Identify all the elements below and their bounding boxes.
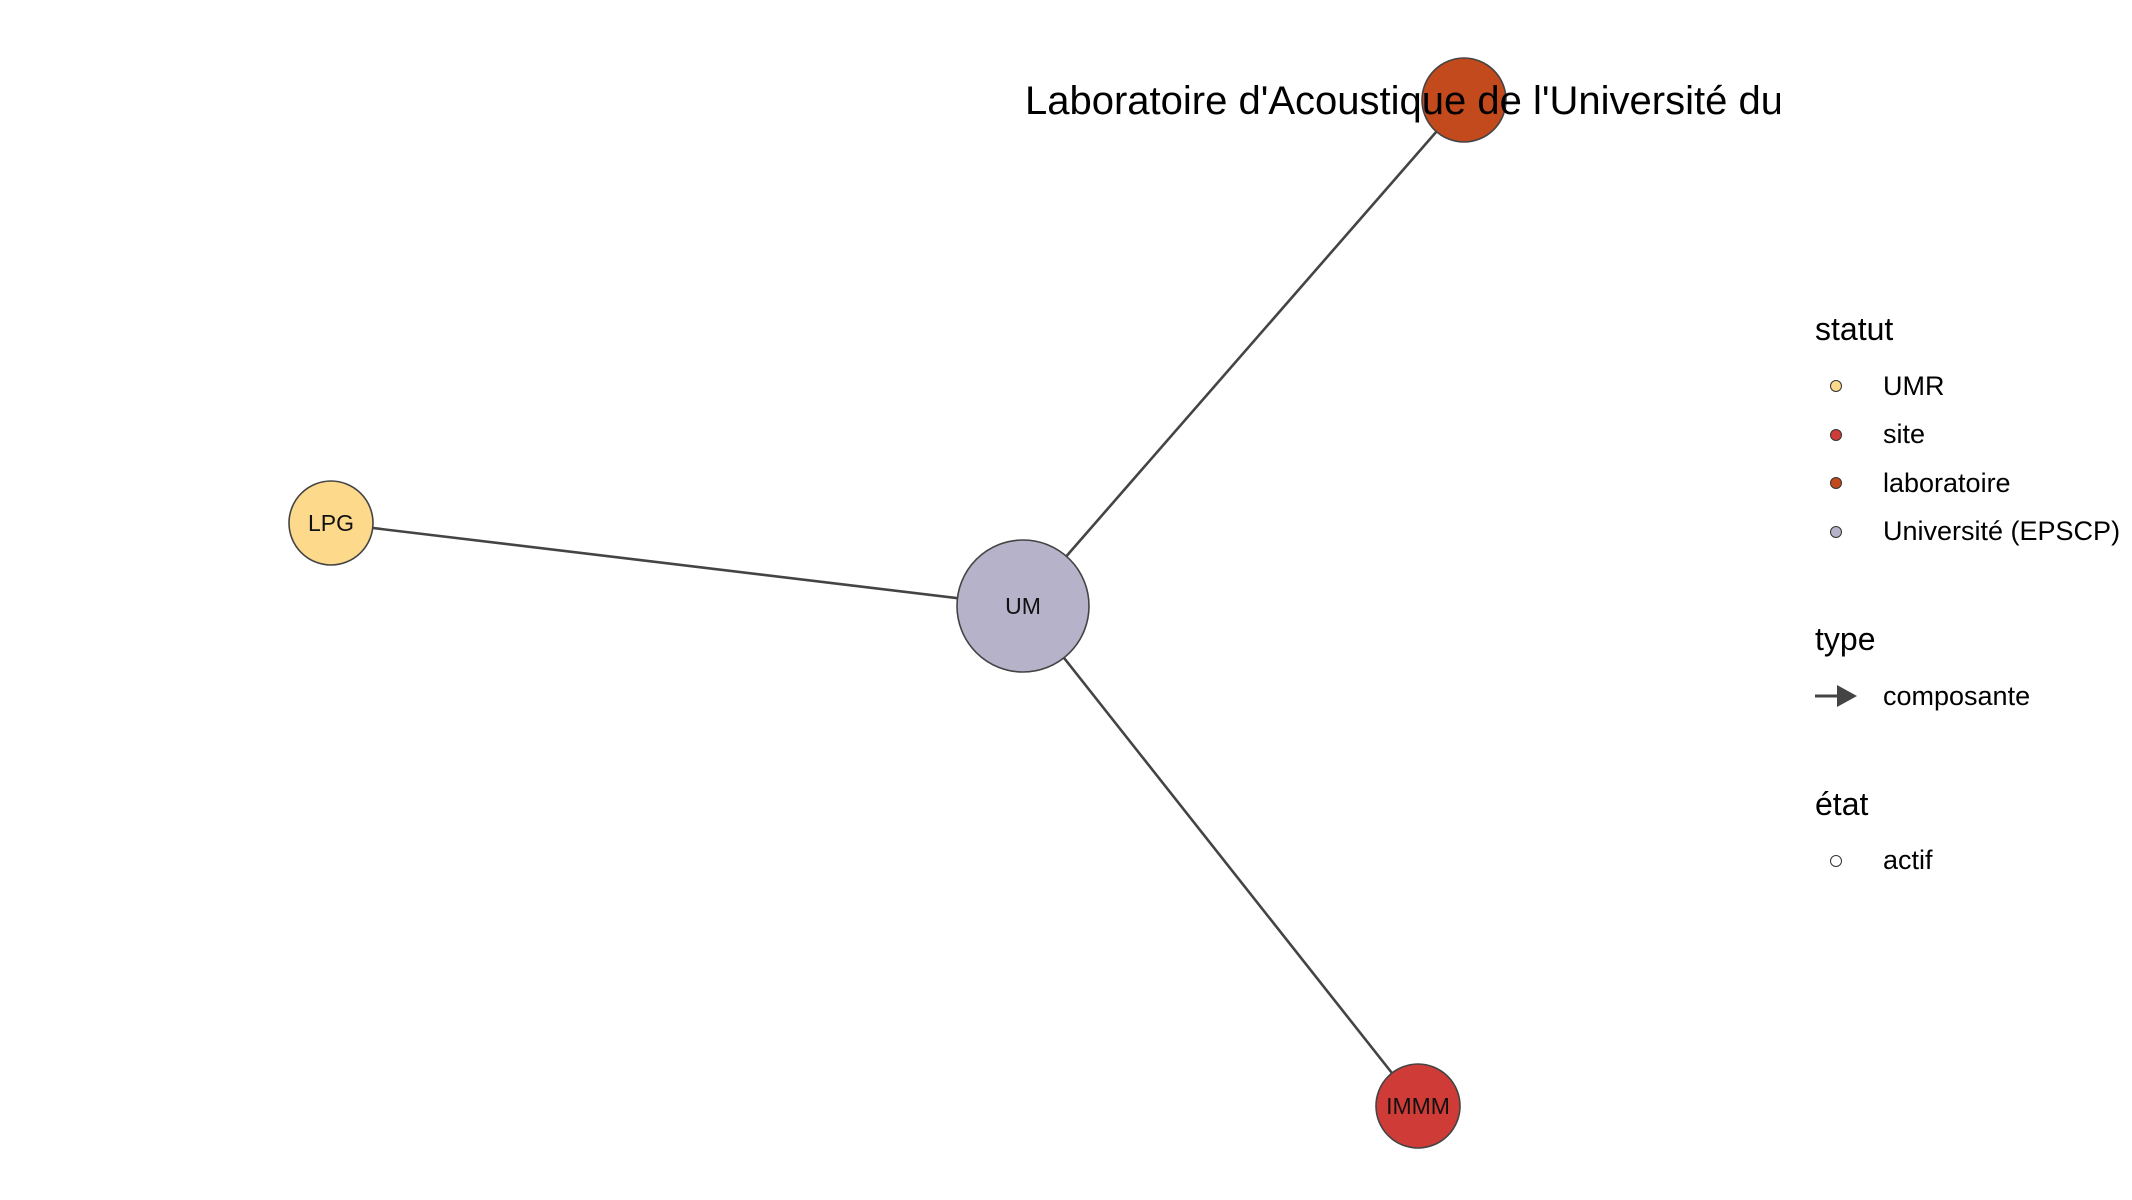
legend-dot-statut	[1830, 525, 1842, 538]
legend-item-statut: site	[1815, 411, 2115, 460]
legend-title-type: type	[1815, 621, 1876, 657]
node-um[interactable]: UM	[956, 539, 1090, 673]
legend-item-statut: UMR	[1815, 362, 2115, 411]
edges-layer	[330, 99, 1465, 1107]
legend-group-type: type composante	[1815, 620, 2115, 721]
legend-item-statut: Université (EPSCP)	[1815, 508, 2120, 557]
node-circle-um[interactable]	[956, 539, 1090, 673]
legend-label-actif: actif	[1883, 845, 1933, 876]
network-graph-canvas: LPG UM IMMM Laboratoire d'Acoustique de l'…	[288, 57, 1780, 1149]
legend-title-statut: statut	[1815, 311, 1894, 347]
legend-label-composante: composante	[1883, 680, 2031, 711]
legend-dot-statut	[1830, 380, 1842, 393]
edge-um-immm	[1021, 605, 1420, 1107]
node-circle-lpg[interactable]	[288, 480, 374, 566]
node-circle-laum[interactable]	[1421, 57, 1507, 143]
node-title-label: Laboratoire d'Acoustique de l'Université…	[1025, 79, 1780, 123]
legend-item-statut: laboratoire	[1815, 459, 2115, 508]
arrow-right-icon	[1811, 681, 1861, 711]
legend-item-composante: composante	[1815, 672, 2115, 721]
node-label-um: UM	[1005, 593, 1041, 619]
nodes-layer: LPG UM IMMM	[288, 57, 1507, 1149]
node-immm[interactable]: IMMM	[1375, 1063, 1461, 1149]
legend-title-etat: état	[1815, 785, 1869, 822]
node-lpg[interactable]: LPG	[288, 480, 374, 566]
legend-label-statut: laboratoire	[1883, 467, 2011, 498]
legend-label-statut: UMR	[1883, 370, 1945, 401]
legend-label-statut: Université (EPSCP)	[1883, 516, 2121, 547]
legend-label-statut: site	[1883, 419, 1926, 450]
legend-dot-statut	[1830, 428, 1842, 441]
legend-dot-actif	[1830, 854, 1842, 867]
node-label-lpg: LPG	[308, 510, 354, 536]
node-laum[interactable]	[1421, 57, 1507, 143]
edge-um-lpg	[330, 521, 1024, 608]
legend-item-actif: actif	[1815, 837, 2115, 886]
node-circle-immm[interactable]	[1375, 1063, 1461, 1149]
edge-um-laum	[1022, 99, 1465, 607]
node-label-immm: IMMM	[1386, 1093, 1450, 1119]
network-diagram: LPG UM IMMM Laboratoire d'Acoustique de l'…	[288, 57, 1780, 1149]
legend-group-etat: état actif	[1815, 785, 2115, 886]
legend-dot-statut	[1830, 477, 1842, 490]
